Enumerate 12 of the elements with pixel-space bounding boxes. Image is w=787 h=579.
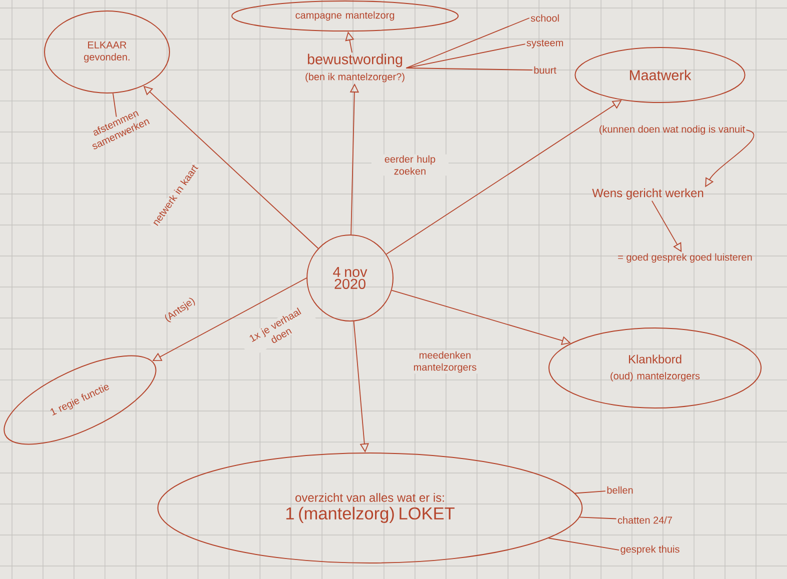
handwritten-note: systeem (526, 40, 563, 48)
handwritten-note: buurt (534, 66, 556, 74)
handwritten-note: school (530, 14, 559, 22)
handwritten-note: bewustwording (ben ik mantelzorger?) (306, 54, 404, 82)
edge-label: meedenken mantelzorgers (406, 350, 484, 374)
handwritten-note: gesprek thuis (620, 545, 680, 555)
handwritten-note: chatten 24/7 (618, 516, 672, 524)
edge-label: eerder hulp zoeken (372, 154, 448, 176)
handwritten-note: bellen (607, 486, 633, 494)
handwritten-note: Wens gericht werken (592, 188, 704, 200)
handwritten-note: (kunnen doen wat nodig is vanuit (600, 125, 746, 135)
handwritten-note: = goed gesprek goed luisteren (618, 253, 752, 263)
